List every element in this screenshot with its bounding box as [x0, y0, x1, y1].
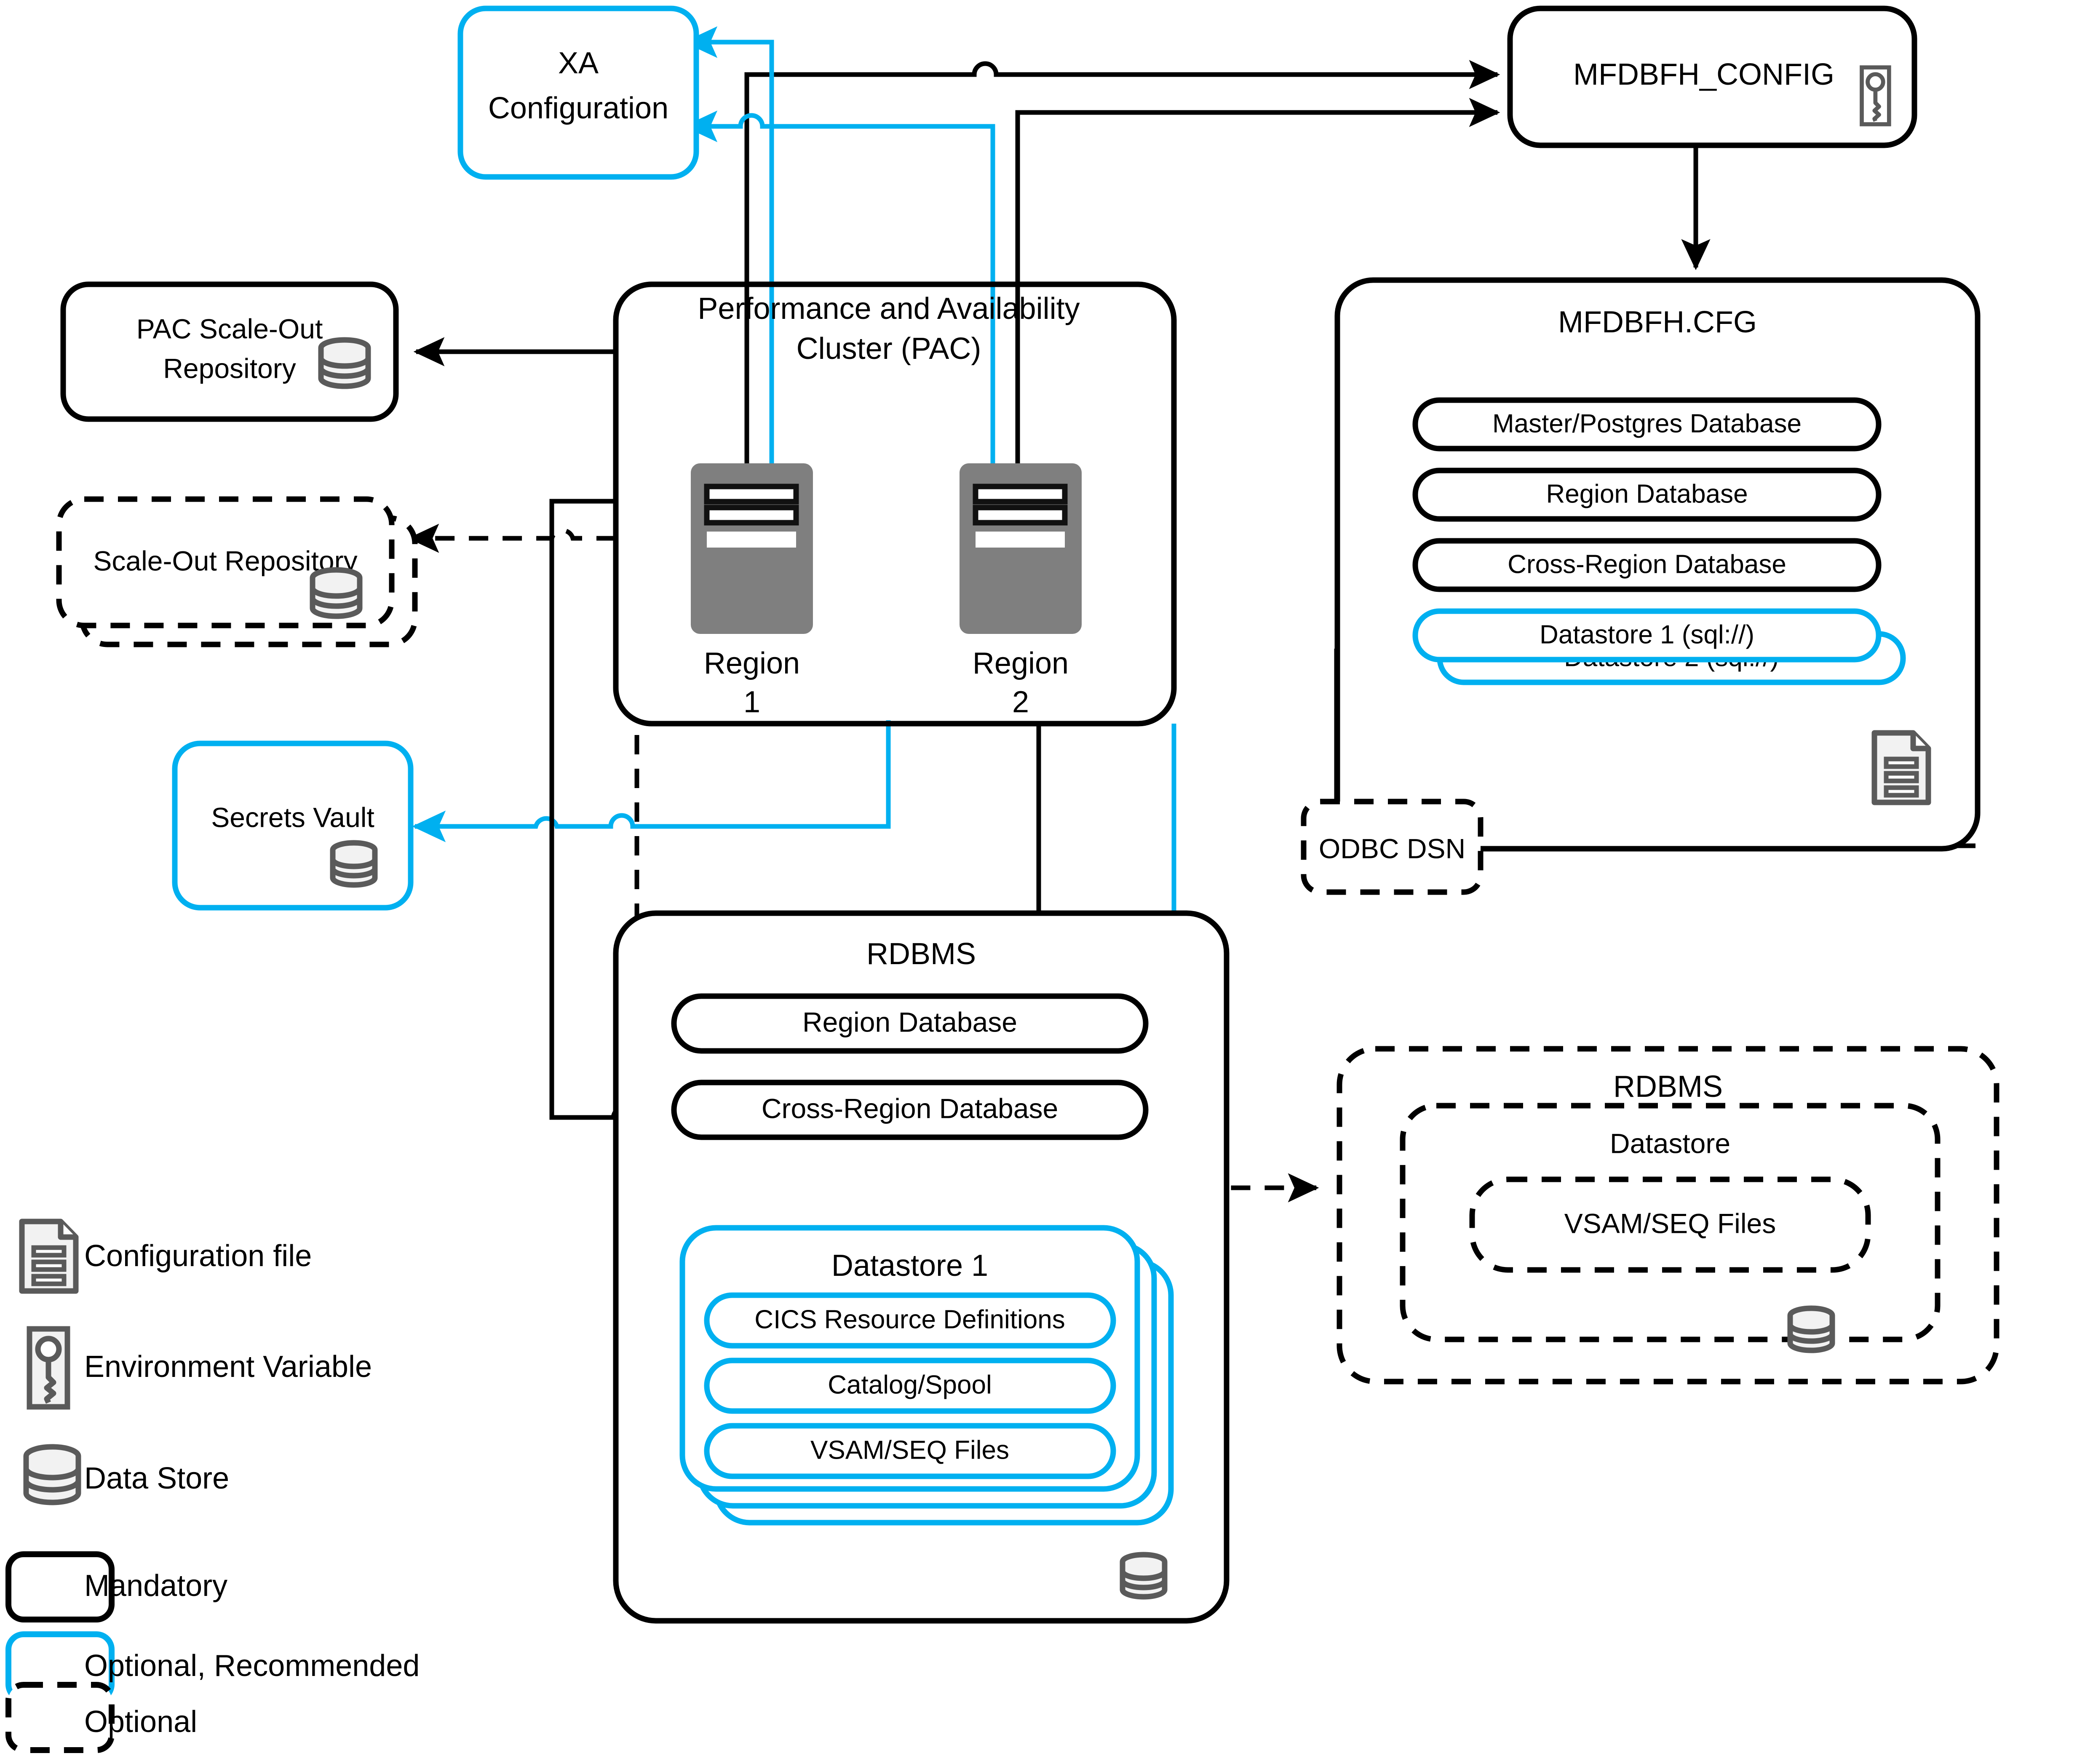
rdbms-center-item-label: Region Database [802, 1006, 1017, 1037]
configuration-file-icon [1871, 730, 1931, 805]
xa-configuration-label-line2: Configuration [488, 91, 668, 125]
legend-item-data-store: Data Store [23, 1444, 229, 1505]
legend-label: Environment Variable [84, 1350, 372, 1384]
region-1-label-line1: Region [704, 647, 800, 680]
legend-item-environment-variable: Environment Variable [27, 1326, 372, 1410]
pac-scale-out-repository-label-line1: PAC Scale-Out [136, 313, 323, 344]
pac-cluster-label-line2: Cluster (PAC) [797, 332, 981, 366]
mfdbfh-cfg-item-label: Region Database [1546, 479, 1748, 508]
rdbms-right-datastore-label: Datastore [1610, 1128, 1730, 1159]
pac-scale-out-repository-label-line2: Repository [163, 353, 296, 384]
datastore-1-item-label: VSAM/SEQ Files [810, 1435, 1009, 1465]
rdbms-center-item-cross-region-database[interactable]: Cross-Region Database [671, 1080, 1149, 1140]
xa-configuration-label-line1: XA [558, 46, 599, 80]
connector-pac-to-secrets-vault [412, 720, 891, 842]
legend-item-configuration-file: Configuration file [19, 1219, 312, 1294]
mfdbfh-cfg-item-label: Datastore 1 (sql://) [1540, 620, 1754, 649]
legend-label: Mandatory [84, 1569, 227, 1603]
node-region-1[interactable]: Region 1 [691, 463, 813, 719]
node-datastore-1[interactable]: Datastore 1 CICS Resource Definitions Ca… [679, 1225, 1140, 1492]
legend: Configuration file Environment Variable … [5, 1219, 420, 1753]
region-1-label-line2: 1 [743, 685, 760, 719]
legend-label: Optional [84, 1705, 197, 1739]
server-icon [960, 463, 1082, 634]
data-store-icon [318, 337, 371, 389]
legend-label: Optional, Recommended [84, 1649, 420, 1683]
node-rdbms-center[interactable]: RDBMS Region Database Cross-Region Datab… [613, 910, 1230, 1624]
datastore-1-item-label: Catalog/Spool [828, 1370, 992, 1399]
node-mfdbfh-cfg[interactable]: MFDBFH.CFG Master/Postgres Database Regi… [1334, 277, 1981, 852]
node-odbc-dsn[interactable]: ODBC DSN [1301, 799, 1484, 895]
datastore-1-item-label: CICS Resource Definitions [754, 1305, 1065, 1334]
mfdbfh-cfg-item-datastore-1[interactable]: Datastore 1 (sql://) [1412, 608, 1882, 663]
mfdbfh-cfg-item-region-database[interactable]: Region Database [1412, 468, 1882, 522]
datastore-1-item-catalog-spool[interactable]: Catalog/Spool [704, 1358, 1116, 1414]
environment-variable-icon [27, 1326, 70, 1410]
rdbms-center-item-region-database[interactable]: Region Database [671, 993, 1149, 1054]
node-rdbms-right-vsam-seq-files[interactable]: VSAM/SEQ Files [1469, 1176, 1871, 1273]
node-rdbms-right[interactable]: RDBMS Datastore VSAM/SEQ Files [1337, 1046, 1999, 1384]
secrets-vault-label: Secrets Vault [211, 802, 374, 833]
node-scale-out-repository[interactable]: Scale-Out Repository [56, 496, 418, 647]
legend-label: Configuration file [84, 1239, 312, 1273]
optional-box-icon [5, 1682, 115, 1753]
node-pac-scale-out-repository[interactable]: PAC Scale-Out Repository [60, 281, 399, 422]
datastore-1-label: Datastore 1 [831, 1249, 988, 1283]
datastore-1-item-vsam-seq-files[interactable]: VSAM/SEQ Files [704, 1423, 1116, 1479]
mfdbfh-config-label: MFDBFH_CONFIG [1573, 58, 1834, 91]
scale-out-repository-label: Scale-Out Repository [93, 545, 357, 576]
connector-pac-to-scale-out-repository [408, 524, 616, 553]
region-2-label-line1: Region [973, 647, 1069, 680]
node-pac-cluster[interactable]: Performance and Availability Cluster (PA… [613, 281, 1177, 727]
pac-cluster-label-line1: Performance and Availability [698, 292, 1080, 326]
data-store-icon [1787, 1305, 1835, 1353]
data-store-icon [1120, 1552, 1168, 1600]
server-icon [691, 463, 813, 634]
region-2-label-line2: 2 [1012, 685, 1029, 719]
mfdbfh-cfg-item-cross-region-database[interactable]: Cross-Region Database [1412, 538, 1882, 592]
datastore-1-item-cics-resource-definitions[interactable]: CICS Resource Definitions [704, 1292, 1116, 1349]
connector-region2-to-mfdbfh-config [1015, 98, 1500, 468]
configuration-file-icon [19, 1219, 79, 1294]
rdbms-center-label: RDBMS [866, 937, 976, 971]
mandatory-box-icon [5, 1551, 115, 1622]
legend-label: Data Store [84, 1462, 229, 1495]
node-xa-configuration[interactable]: XA Configuration [457, 5, 699, 180]
environment-variable-icon [1860, 65, 1891, 126]
data-store-icon [330, 840, 378, 888]
node-secrets-vault[interactable]: Secrets Vault [172, 740, 414, 911]
node-rdbms-right-datastore[interactable]: Datastore VSAM/SEQ Files [1400, 1103, 1941, 1342]
data-store-icon [23, 1444, 81, 1505]
data-store-icon [310, 567, 363, 619]
legend-item-mandatory: Mandatory [5, 1551, 227, 1622]
node-region-2[interactable]: Region 2 [960, 463, 1082, 719]
odbc-dsn-label: ODBC DSN [1319, 833, 1465, 864]
connector-region1-to-mfdbfh-config [744, 60, 1500, 468]
mfdbfh-cfg-item-master-postgres-database[interactable]: Master/Postgres Database [1412, 397, 1882, 452]
node-mfdbfh-config[interactable]: MFDBFH_CONFIG [1507, 5, 1917, 148]
connector-region2-to-xa-configuration [684, 110, 995, 468]
connector-region1-to-xa-configuration [684, 26, 774, 468]
mfdbfh-cfg-item-label: Master/Postgres Database [1492, 409, 1802, 438]
rdbms-right-label: RDBMS [1613, 1070, 1723, 1104]
rdbms-center-item-label: Cross-Region Database [762, 1093, 1058, 1124]
legend-item-optional: Optional [5, 1682, 197, 1753]
mfdbfh-cfg-item-label: Cross-Region Database [1508, 550, 1786, 579]
rdbms-right-files-label: VSAM/SEQ Files [1564, 1208, 1776, 1239]
mfdbfh-cfg-label: MFDBFH.CFG [1558, 305, 1757, 339]
